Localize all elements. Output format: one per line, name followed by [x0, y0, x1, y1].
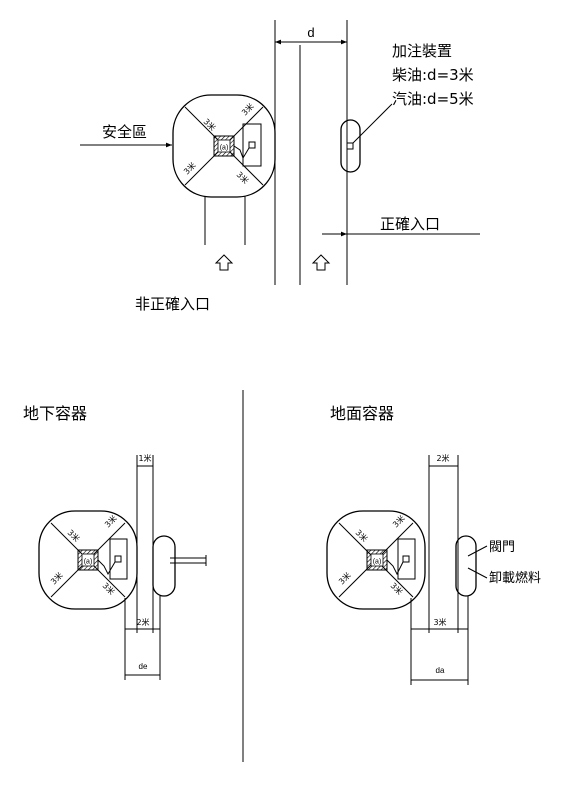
pump-box [242, 123, 262, 167]
dist-3m-label-4: 3米 [235, 169, 251, 185]
bl-3m-label-1: 3米 [66, 527, 82, 543]
safety-zone-label: 安全區 [102, 123, 147, 141]
bl-3m-label-3: 3米 [48, 570, 64, 586]
br-2m-label: 2米 [436, 453, 449, 463]
br-3m-label-1: 3米 [354, 527, 370, 543]
br-da-label: da [436, 666, 445, 675]
br-tank-label-box [370, 553, 384, 567]
petrol-distance-text: 汽油:d=5米 [392, 90, 474, 108]
br-pipe-line [386, 559, 404, 576]
bl-fill-pipe [170, 557, 206, 564]
up-arrow-icon-left [214, 254, 234, 271]
br-3m-label-3: 3米 [336, 570, 352, 586]
pump-icon [248, 141, 256, 149]
bl-de-label: de [139, 662, 148, 671]
bl-dispenser-capsule [152, 535, 176, 597]
br-valve-label: 閥門 [489, 540, 515, 555]
bl-1m-label: 1米 [138, 453, 151, 463]
aboveground-section: 地面容器 2米 3米 da (a) 3米 3米 3米 3米 閥門 卸載燃料 [326, 404, 541, 685]
dist-3m-label-1: 3米 [202, 116, 218, 132]
underground-section: 地下容器 1米 2米 de (a) 3米 3米 3米 3米 [23, 404, 207, 680]
tank-label-box [217, 139, 231, 153]
top-section: d (a) 3米 3米 3米 3米 安全區 加注裝置 柴油:d=3米 汽油:d=… [80, 20, 480, 313]
dist-3m-label-3: 3米 [181, 160, 197, 176]
dispenser-capsule [340, 119, 361, 173]
bl-tank-a-label: (a) [84, 559, 93, 566]
br-unload-label: 卸載燃料 [489, 570, 541, 586]
up-arrow-icon-right [311, 254, 331, 271]
br-unload-leader [467, 567, 488, 579]
bl-tank-site-boundary [38, 510, 138, 610]
br-pump-icon [402, 555, 410, 563]
tank-site-boundary [172, 94, 276, 198]
d-label: d [307, 25, 314, 40]
br-3m-label-4: 3米 [389, 580, 405, 596]
tank-a-label: (a) [220, 145, 229, 152]
bl-tank-label-box [81, 553, 95, 567]
dispenser-leader-line [352, 103, 393, 144]
incorrect-entrance-label: 非正確入口 [135, 295, 210, 313]
br-tank-a-label: (a) [373, 559, 382, 566]
bl-pipe-line [97, 559, 116, 576]
correct-entrance-label: 正確入口 [380, 215, 440, 233]
bl-3m-label-4: 3米 [101, 580, 117, 596]
br-dispenser-capsule [455, 535, 477, 597]
aboveground-title: 地面容器 [330, 404, 394, 423]
dispenser-title: 加注裝置 [392, 42, 452, 60]
diesel-distance-text: 柴油:d=3米 [392, 66, 474, 84]
underground-title: 地下容器 [23, 404, 87, 423]
bl-2m-label: 2米 [136, 617, 149, 627]
bl-3m-label-2: 3米 [102, 513, 118, 529]
br-valve-leader [467, 545, 488, 557]
pipe-line [233, 145, 250, 160]
dist-3m-label-2: 3米 [239, 101, 255, 117]
br-tank-site-boundary [326, 510, 426, 610]
bl-pump-box [109, 538, 128, 580]
br-3m-label-2: 3米 [390, 513, 406, 529]
br-3m-label: 3米 [433, 617, 446, 627]
dispenser-nozzle-icon [346, 142, 354, 150]
br-pump-box [397, 538, 416, 580]
bl-pump-icon [114, 555, 122, 563]
